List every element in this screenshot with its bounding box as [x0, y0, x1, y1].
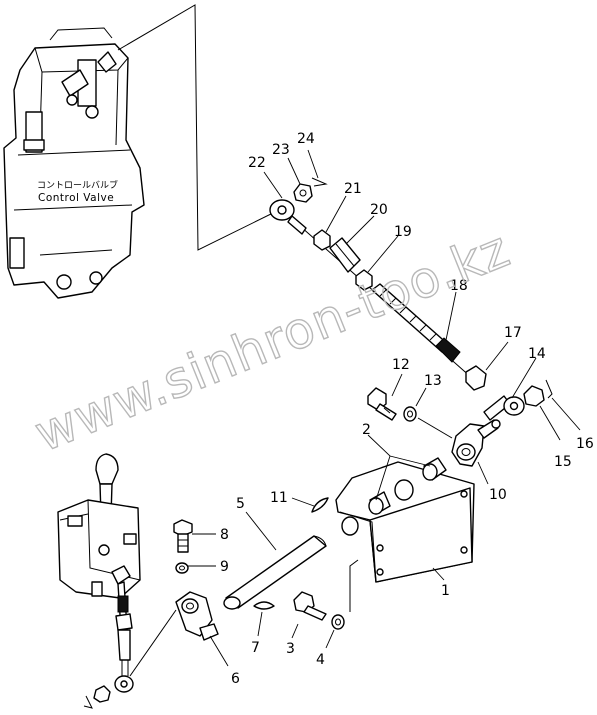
bolt-12 [367, 387, 397, 421]
callout-22: 22 [248, 155, 266, 171]
callout-12: 12 [392, 357, 410, 373]
cotter-pin-24 [311, 177, 328, 187]
washer-4 [331, 614, 345, 630]
callout-15: 15 [554, 454, 572, 470]
rod-end-22 [269, 199, 307, 235]
bolt-3 [293, 591, 327, 621]
nut-23 [293, 183, 313, 203]
control-valve-label-jp: コントロールバルブ [37, 179, 118, 191]
lever-base-housing [57, 499, 141, 599]
callout-21: 21 [344, 181, 362, 197]
callout-10: 10 [489, 487, 507, 503]
bolt-8 [173, 519, 193, 553]
callout-17: 17 [504, 325, 522, 341]
control-valve-guide-line [117, 4, 276, 251]
callout-13: 13 [424, 373, 442, 389]
control-valve-label-en: Control Valve [38, 192, 114, 204]
callout-1: 1 [441, 583, 450, 599]
nut-19 [355, 269, 373, 291]
callout-23: 23 [272, 142, 290, 158]
washer-13 [403, 406, 417, 422]
callout-2: 2 [362, 422, 371, 438]
key-7 [253, 601, 275, 610]
callout-numbers: 1 2 3 4 5 6 7 8 9 10 11 12 13 14 15 16 1… [220, 131, 594, 687]
callout-5: 5 [236, 496, 245, 512]
key-11 [311, 497, 329, 513]
control-valve: コントロールバルブ Control Valve [3, 27, 145, 299]
bracket-1 [335, 461, 475, 583]
callout-20: 20 [370, 202, 388, 218]
cotter-pin-16 [545, 379, 553, 399]
callout-11: 11 [270, 490, 288, 506]
lever-6 [175, 591, 219, 641]
nut-21 [313, 229, 331, 251]
callout-14: 14 [528, 346, 546, 362]
bushing-2 [368, 457, 447, 515]
linkage-rod-assembly [269, 177, 553, 421]
nut-15 [523, 385, 545, 407]
leader-lines [188, 149, 581, 667]
callout-7: 7 [251, 640, 260, 656]
callout-3: 3 [286, 641, 295, 657]
shaft-5 [223, 535, 327, 610]
rod-end-14 [483, 395, 525, 421]
washer-9 [175, 562, 189, 574]
lever-10 [451, 419, 501, 467]
lower-nut-and-pin [83, 685, 111, 709]
callout-18: 18 [450, 278, 468, 294]
callout-9: 9 [220, 559, 229, 575]
threaded-rod-18 [371, 283, 461, 363]
nut-17 [465, 365, 487, 391]
callout-19: 19 [394, 224, 412, 240]
callout-4: 4 [316, 652, 325, 668]
callout-6: 6 [231, 671, 240, 687]
lower-linkage-rod [111, 565, 134, 693]
callout-16: 16 [576, 436, 594, 452]
callout-24: 24 [297, 131, 315, 147]
callout-8: 8 [220, 527, 229, 543]
